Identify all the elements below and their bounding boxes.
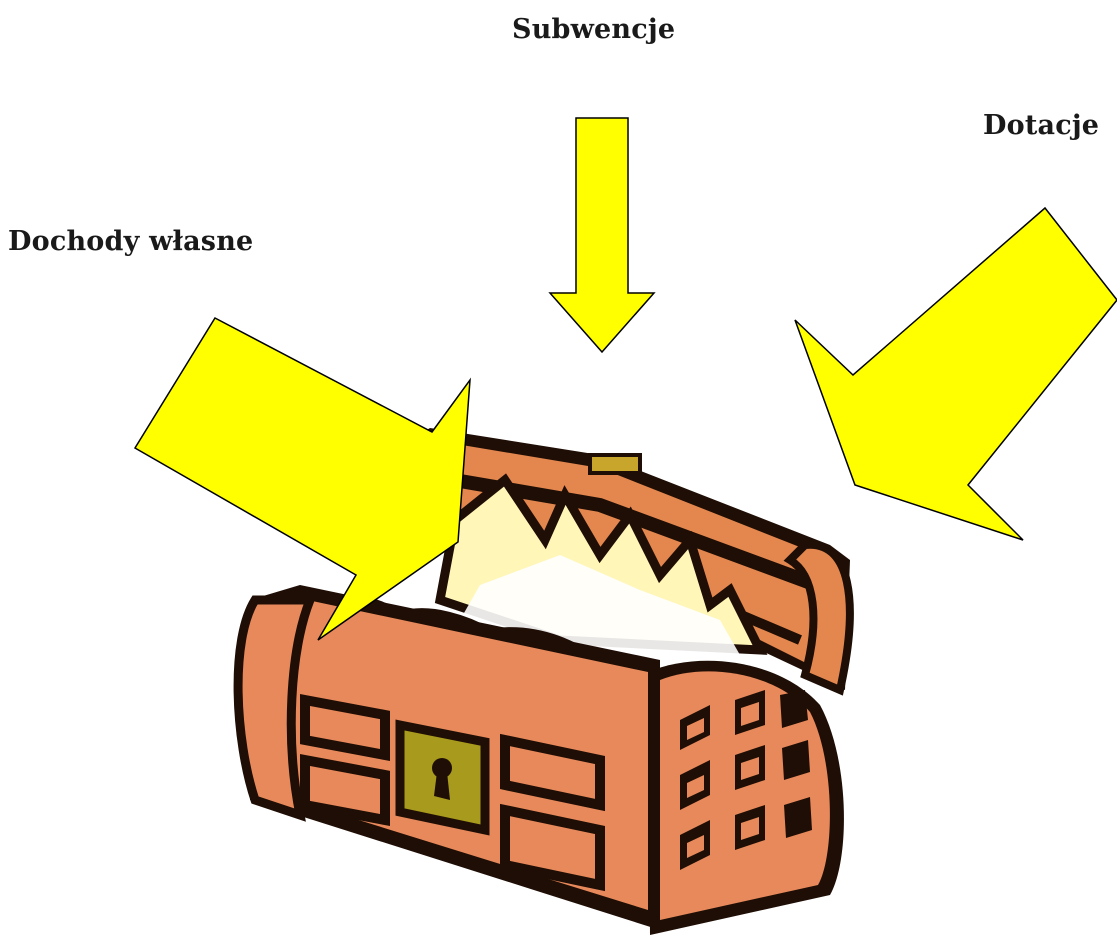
chest-body xyxy=(233,585,660,930)
lock-icon xyxy=(395,719,490,836)
label-dochody-wlasne: Dochody własne xyxy=(8,226,254,257)
label-dotacje: Dotacje xyxy=(983,110,1100,141)
chest-end xyxy=(648,660,844,935)
arrow-dochody-wlasne xyxy=(133,317,471,641)
arrow-dotacje xyxy=(794,206,1117,541)
label-subwencje: Subwencje xyxy=(512,14,676,45)
arrow-subwencje xyxy=(548,117,656,354)
